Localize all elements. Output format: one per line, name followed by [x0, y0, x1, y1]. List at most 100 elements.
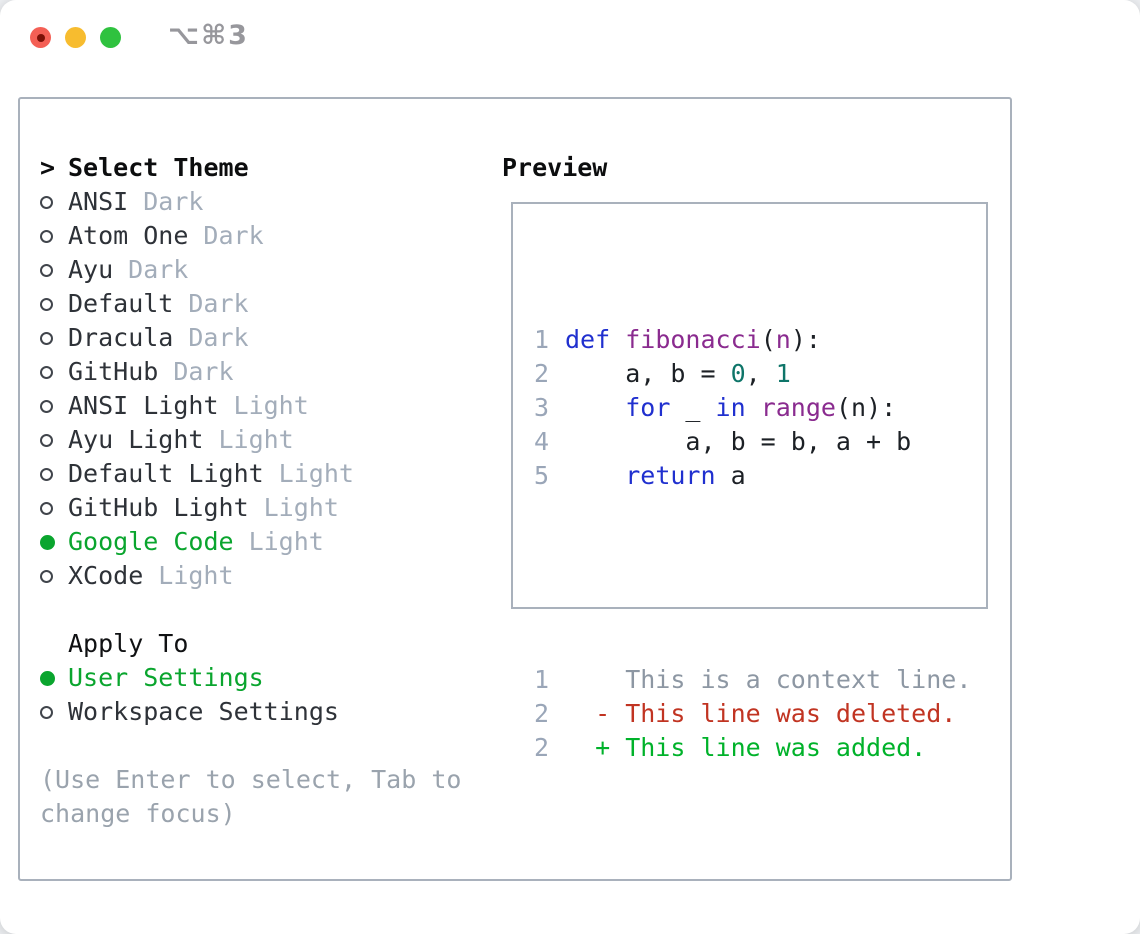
- theme-name: Ayu: [68, 255, 114, 284]
- radio-cell: [40, 670, 68, 686]
- code-token: def: [565, 325, 611, 354]
- apply-to-label: User Settings: [68, 663, 264, 692]
- radio-unselected-icon: [40, 331, 53, 345]
- line-number: 5: [534, 461, 550, 490]
- theme-option-atom-one[interactable]: Atom One Dark: [40, 219, 490, 253]
- code-token: 0: [730, 359, 746, 388]
- minimize-button[interactable]: [65, 27, 86, 48]
- radio-unselected-icon: [40, 467, 53, 481]
- code-line: 4 a, b = b, a + b: [534, 425, 986, 459]
- line-number: 2: [534, 733, 550, 762]
- cursor-prefix-icon: >: [40, 153, 56, 182]
- radio-cell: [40, 195, 68, 209]
- radio-selected-icon: [40, 670, 55, 686]
- select-theme-header-row: > Select Theme: [40, 151, 490, 185]
- code-token: [565, 393, 625, 422]
- line-number: 2: [534, 699, 550, 728]
- traffic-lights: [30, 27, 121, 48]
- apply-to-option-user-settings[interactable]: User Settings: [40, 661, 490, 695]
- line-number: 4: [534, 427, 550, 456]
- theme-option-ayu-light[interactable]: Ayu Light Light: [40, 423, 490, 457]
- keyboard-shortcut-label: ⌥⌘3: [168, 20, 249, 51]
- theme-variant-tag: Dark: [203, 221, 264, 250]
- line-number: 1: [534, 325, 550, 354]
- radio-cell: [40, 705, 68, 719]
- theme-name: Ayu Light: [68, 425, 204, 454]
- theme-option-ansi[interactable]: ANSI Dark: [40, 185, 490, 219]
- spacer: [40, 729, 490, 763]
- theme-name: Default Light: [68, 459, 264, 488]
- radio-cell: [40, 331, 68, 345]
- apply-to-header-row: Apply To: [40, 627, 490, 661]
- theme-option-github[interactable]: GitHub Dark: [40, 355, 490, 389]
- radio-cell: [40, 467, 68, 481]
- code-token: [565, 461, 625, 490]
- code-token: ):: [790, 325, 821, 354]
- spacer: [534, 561, 986, 595]
- radio-unselected-icon: [40, 569, 53, 583]
- code-token: in: [715, 393, 746, 422]
- code-token: a, b =: [565, 359, 731, 388]
- code-token: n: [775, 325, 791, 354]
- code-token: (: [760, 325, 776, 354]
- theme-variant-tag: Dark: [173, 357, 234, 386]
- diff-text: + This line was added.: [565, 733, 927, 762]
- radio-cell: [40, 569, 68, 583]
- radio-unselected-icon: [40, 229, 53, 243]
- code-token: (n):: [835, 393, 897, 422]
- theme-name: Default: [68, 289, 174, 318]
- code-token: fibonacci: [625, 325, 761, 354]
- theme-variant-tag: Dark: [143, 187, 204, 216]
- code-token: [610, 325, 625, 354]
- theme-variant-tag: Light: [233, 391, 309, 420]
- code-line: 3 for _ in range(n):: [534, 391, 986, 425]
- radio-unselected-icon: [40, 399, 53, 413]
- radio-unselected-icon: [40, 705, 53, 719]
- diff-line-context: 1 This is a context line.: [534, 663, 986, 697]
- close-button[interactable]: [30, 27, 51, 48]
- theme-name: Dracula: [68, 323, 174, 352]
- diff-text: - This line was deleted.: [565, 699, 957, 728]
- radio-cell: [40, 297, 68, 311]
- code-token: 1: [775, 359, 791, 388]
- code-line: 1 def fibonacci(n):: [534, 323, 986, 357]
- theme-variant-tag: Dark: [188, 289, 249, 318]
- apply-to-option-workspace-settings[interactable]: Workspace Settings: [40, 695, 490, 729]
- code-token: a, b = b, a + b: [565, 427, 912, 456]
- radio-unselected-icon: [40, 433, 53, 447]
- theme-option-default[interactable]: Default Dark: [40, 287, 490, 321]
- titlebar: ⌥⌘3: [0, 0, 1140, 70]
- theme-name: GitHub: [68, 357, 159, 386]
- hint-text: (Use Enter to select, Tab to change focu…: [40, 765, 462, 828]
- radio-cell: [40, 501, 68, 515]
- code-token: _: [670, 393, 716, 422]
- diff-line-added: 2 + This line was added.: [534, 731, 986, 765]
- radio-unselected-icon: [40, 195, 53, 209]
- spacer: [40, 593, 490, 627]
- theme-variant-tag: Light: [158, 561, 234, 590]
- theme-variant-tag: Light: [218, 425, 294, 454]
- zoom-button[interactable]: [100, 27, 121, 48]
- code-token: ,: [745, 359, 776, 388]
- close-button-dot-icon: [36, 33, 45, 42]
- radio-cell: [40, 534, 68, 550]
- line-number: 3: [534, 393, 550, 422]
- radio-selected-icon: [40, 534, 55, 550]
- code-token: range: [760, 393, 836, 422]
- theme-name: Atom One: [68, 221, 189, 250]
- diff-line-deleted: 2 - This line was deleted.: [534, 697, 986, 731]
- theme-name: ANSI: [68, 187, 129, 216]
- radio-cell: [40, 263, 68, 277]
